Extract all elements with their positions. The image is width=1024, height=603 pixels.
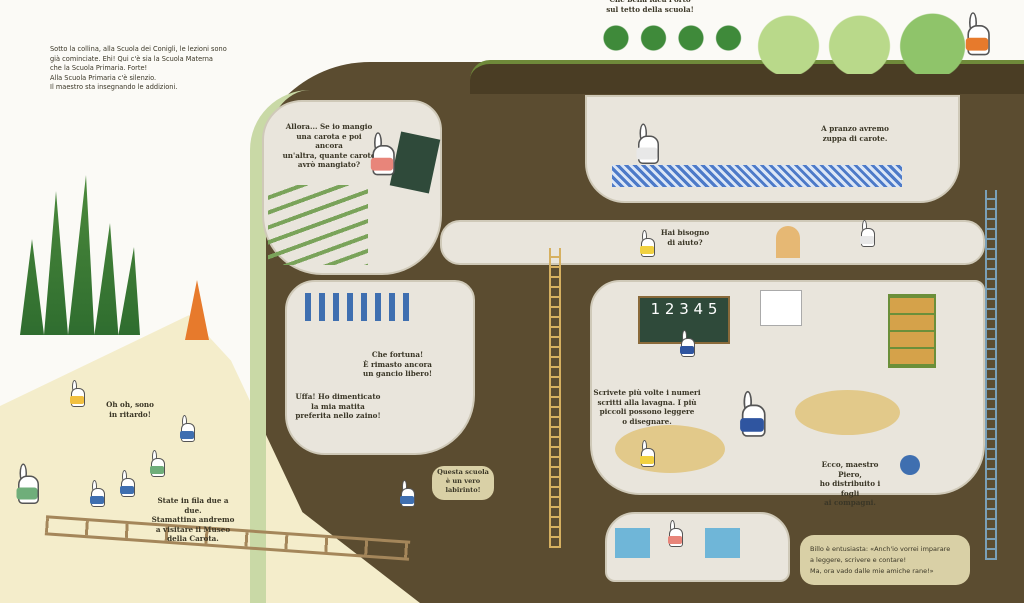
shower-stalls [615,528,780,558]
late-text: Oh oh, sono in ritardo! [106,400,154,419]
desks [268,185,368,265]
vegetables [598,18,748,58]
table-round-right [795,390,900,435]
ladder-right [985,190,997,560]
bunny-student [400,480,415,507]
billo-text: Billo è entusiasta: «Anch'io vorrei impa… [810,545,951,575]
roof-garden-text: Che bella idea l'orto sul tetto della sc… [606,0,694,14]
globe [900,455,920,475]
ladder [549,248,561,548]
intro-text: Sotto la collina, alla Scuola dei Conigl… [50,45,227,91]
write-numbers-text: Scrivete più volte i numeri scritti alla… [593,388,701,426]
bunny-billo [668,520,683,547]
table-round-left [615,425,725,473]
bunny-student [180,415,195,442]
bunny-student [150,450,165,477]
help-text: Hai bisogno di aiuto? [660,228,710,247]
bunny-student [90,480,105,507]
door[interactable] [776,226,800,258]
bunny-student [860,220,875,247]
fox-poster [760,290,802,326]
bunny-teacher [370,132,395,176]
bunny-student [16,463,39,504]
labyrinth-text: Questa scuola è un vero labirinto! [437,468,489,494]
bunny-helper [640,230,655,257]
lettuces [752,12,967,74]
coat-hooks [305,293,415,321]
bunny-maestro-piero [740,390,766,437]
bunny-gardener [965,12,990,56]
labyrinth-bubble [432,466,494,500]
bunny-cook [636,123,659,164]
bunny-student [120,470,135,497]
billo-bubble [800,535,970,585]
corridor [440,220,985,265]
lucky-text: Che fortuna! È rimasto ancora un gancio … [362,350,433,378]
blackboard-numbers: 1 2 3 4 5 [650,300,718,318]
math-question-text: Allora... Se io mangio una carota e poi … [282,122,376,169]
sheets-text: Ecco, maestro Piero, ho distribuito i fo… [819,460,881,507]
bunny-late [70,380,85,407]
grass-tuft [20,175,140,335]
bunny-student [640,440,655,467]
lunch-text: A pranzo avremo zuppa di carote. [821,124,889,143]
bunny-student [680,330,695,357]
gnome-hat [185,280,209,340]
forgot-pencil-text: Uffa! Ho dimenticato la mia matita prefe… [295,392,381,420]
long-table [612,165,902,187]
bookshelf [888,294,936,368]
line-up-text: State in fila due a due. Stamattina andr… [151,496,235,543]
